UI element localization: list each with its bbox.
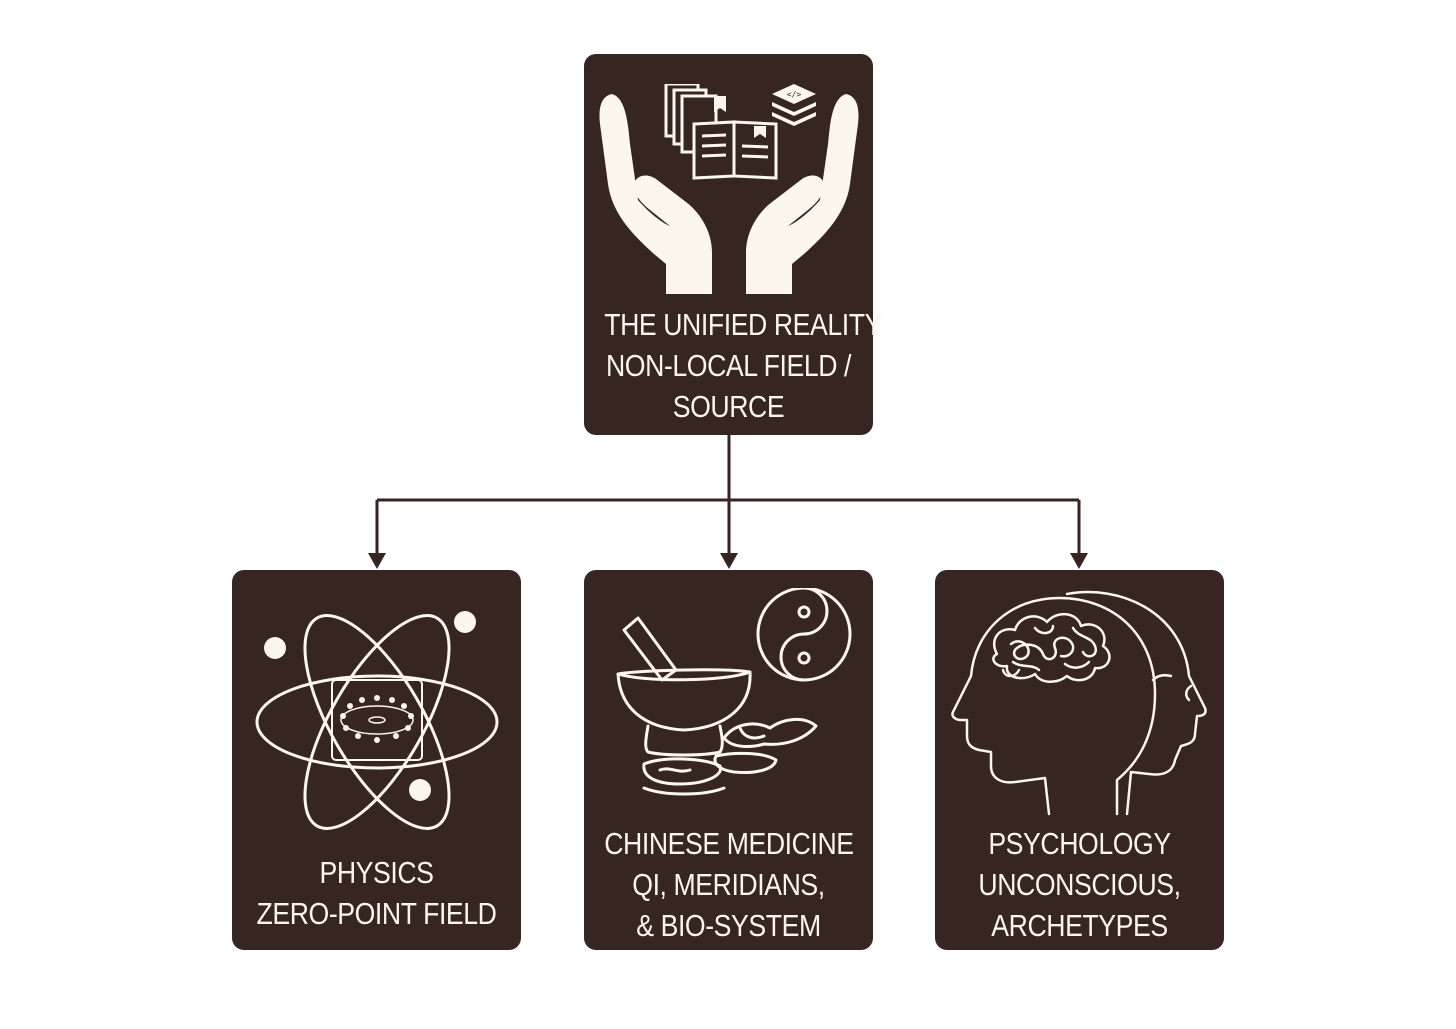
source-label-line-3: SOURCE <box>672 389 785 424</box>
psychology-node: PSYCHOLOGY UNCONSCIOUS, ARCHETYPES <box>935 570 1224 950</box>
chinese-medicine-node: CHINESE MEDICINE QI, MERIDIANS, & BIO-SY… <box>584 570 873 950</box>
source-label: THE UNIFIED REALITY NON-LOCAL FIELD / SO… <box>604 304 882 427</box>
chinese-medicine-label-line-1: CHINESE MEDICINE <box>604 826 854 861</box>
source-node: </> THE UNIFIED REALITY NON-LOCAL FIELD … <box>584 54 882 435</box>
physics-label-line-2: ZERO-POINT FIELD <box>256 896 497 931</box>
chinese-medicine-label: CHINESE MEDICINE QI, MERIDIANS, & BIO-SY… <box>604 823 854 946</box>
svg-text:</>: </> <box>787 90 802 99</box>
psychology-label-line-3: ARCHETYPES <box>991 908 1168 943</box>
psychology-label: PSYCHOLOGY UNCONSCIOUS, ARCHETYPES <box>955 823 1204 946</box>
arrowhead-physics <box>368 553 386 569</box>
psychology-label-line-2: UNCONSCIOUS, <box>978 867 1181 902</box>
chinese-medicine-label-line-3: & BIO-SYSTEM <box>636 908 821 943</box>
source-label-line-2: NON-LOCAL FIELD / <box>605 348 852 383</box>
head-profile-brain-icon <box>951 590 1207 816</box>
mortar-pestle-yin-yang-icon <box>616 588 852 796</box>
physics-label-line-1: PHYSICS <box>319 855 434 890</box>
psychology-label-line-1: PSYCHOLOGY <box>988 826 1171 861</box>
physics-label: PHYSICS ZERO-POINT FIELD <box>252 852 501 934</box>
hands-holding-books-icon: </> <box>599 84 859 294</box>
physics-node: PHYSICS ZERO-POINT FIELD <box>232 570 521 950</box>
arrowhead-psych <box>1070 553 1088 569</box>
chinese-medicine-label-line-2: QI, MERIDIANS, <box>632 867 825 902</box>
arrowhead-chinese <box>720 553 738 569</box>
source-label-line-1: THE UNIFIED REALITY <box>604 307 882 342</box>
atom-icon <box>255 611 499 830</box>
